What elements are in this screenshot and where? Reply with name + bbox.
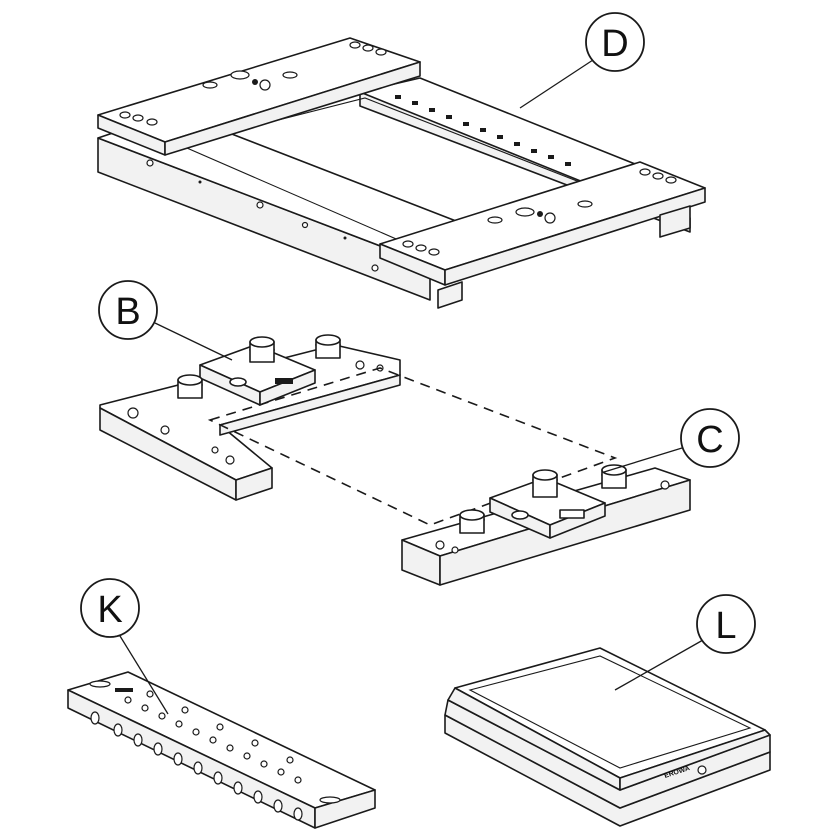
callout-b-circle <box>98 280 158 340</box>
callout-c-label: C <box>696 419 723 461</box>
callout-k-label: K <box>97 589 122 631</box>
bracket-b-end <box>235 467 273 501</box>
frame-rail-holes <box>146 159 379 272</box>
bracket-c-holes <box>435 480 670 554</box>
callout-b: B <box>98 280 233 361</box>
bracket-b-clamp-module <box>177 334 341 406</box>
rail-k-side-holes <box>90 711 303 821</box>
frame-left-plate-holes <box>119 41 387 126</box>
frame-right-plate-front <box>444 187 706 286</box>
callout-d-circle <box>585 12 645 72</box>
part-d-frame <box>97 37 706 309</box>
tray-inner-surface <box>468 655 752 769</box>
rail-k-top <box>67 671 376 809</box>
part-b-bracket <box>99 334 401 501</box>
callout-b-label: B <box>115 291 140 333</box>
callout-l-label: L <box>715 605 736 647</box>
alignment-dashed-outline <box>207 367 618 526</box>
callout-c-circle <box>680 408 740 468</box>
rail-k-end <box>314 789 376 829</box>
callout-c: C <box>603 408 740 473</box>
tray-top-side <box>619 729 771 791</box>
rail-k-slot <box>115 688 133 692</box>
part-k-rail <box>67 671 376 829</box>
part-c-bracket <box>401 464 691 586</box>
callout-k: K <box>80 578 169 715</box>
callout-l-circle <box>696 594 756 654</box>
bracket-b-inner <box>219 374 401 436</box>
callout-d-label: D <box>601 23 628 65</box>
frame-left-plate-front <box>164 61 421 156</box>
frame-right-plate-holes <box>402 168 677 256</box>
callout-k-circle <box>80 578 140 638</box>
callout-l: L <box>614 594 756 691</box>
part-l-tray-stack: EROWA <box>444 647 771 827</box>
frame-foot-front <box>437 281 463 309</box>
callout-d: D <box>519 12 645 109</box>
frame-slot-row <box>395 95 571 166</box>
frame-foot-right <box>659 205 691 238</box>
rail-k-top-holes <box>89 680 341 804</box>
tray-brand-mark <box>697 765 707 775</box>
